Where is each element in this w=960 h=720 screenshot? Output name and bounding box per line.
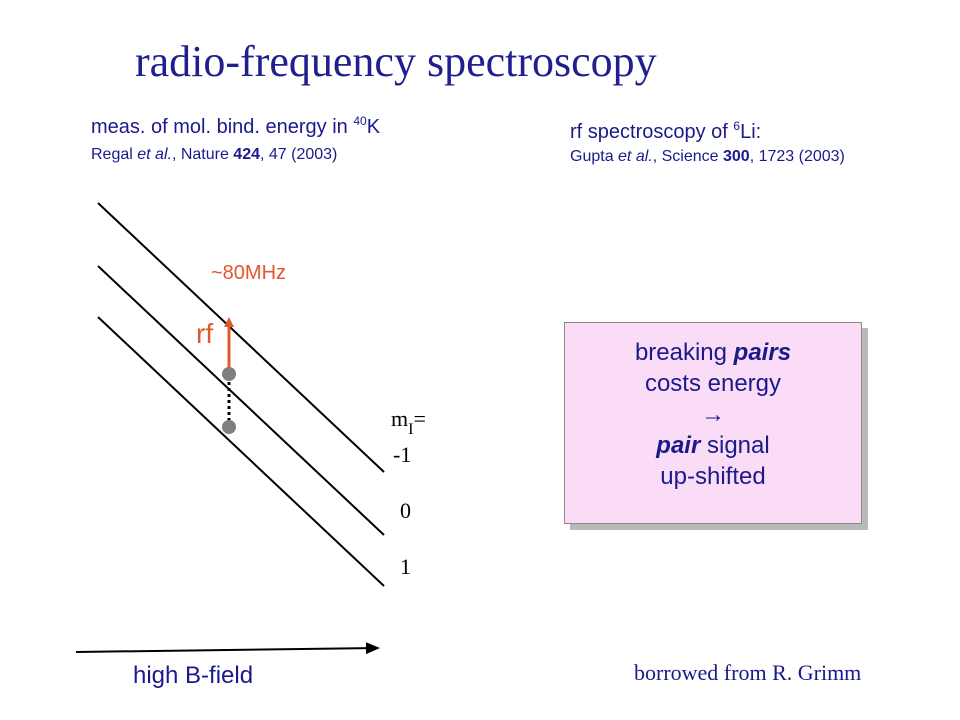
right-ref-element: Li: [740, 121, 762, 143]
level-value-middle: 0 [400, 498, 411, 523]
energy-level-line-bottom [97, 316, 385, 587]
box-line-2: costs energy [644, 370, 782, 397]
box-arrow-glyph: → [701, 401, 725, 428]
right-ref-isotope-mass: 6 [733, 119, 741, 133]
right-ref-author: Gupta [570, 148, 619, 165]
rf-label: rf [196, 318, 214, 349]
energy-level-line-middle [97, 265, 385, 536]
box-line-1-emphasis: pairs [733, 339, 792, 366]
left-ref-etal: et al. [137, 146, 172, 163]
left-ref-citation: Regal et al., Nature 424, 47 (2003) [91, 146, 337, 164]
box-line-4-emphasis: pair [656, 432, 701, 459]
slide-title: radio-frequency spectroscopy [135, 37, 657, 86]
atom-state-dot [222, 420, 236, 434]
explanation-box: breaking pairs costs energy → pair signa… [564, 322, 862, 524]
level-value-top: -1 [393, 442, 412, 467]
box-line-1-text: breaking [634, 339, 734, 366]
level-label-quantum-number: mI= [391, 406, 426, 438]
left-ref-heading-text: meas. of mol. bind. energy in [91, 116, 354, 138]
level-label-equals: = [413, 406, 426, 431]
left-ref-volume: 424 [233, 146, 260, 163]
right-ref-pages: , 1723 (2003) [749, 148, 845, 165]
right-ref-heading: rf spectroscopy of 6Li: [570, 119, 762, 144]
level-label-m: m [391, 406, 409, 431]
level-value-bottom: 1 [400, 554, 411, 579]
right-ref-volume: 300 [722, 148, 750, 165]
left-ref-heading: meas. of mol. bind. energy in 40K [91, 114, 381, 139]
left-ref-pages: , 47 (2003) [260, 146, 338, 163]
energy-level-line-top [97, 202, 385, 473]
frequency-label: ~80MHz [211, 262, 287, 284]
left-ref-isotope-mass: 40 [353, 114, 367, 128]
box-line-4: pair signal [565, 430, 861, 461]
left-ref-element: K [366, 116, 381, 138]
box-line-4-text: signal [700, 432, 770, 459]
level-label-subscript: I [408, 421, 414, 438]
left-ref-author: Regal [91, 146, 138, 163]
credit-text: borrowed from R. Grimm [634, 660, 862, 685]
box-line-5: up-shifted [660, 463, 766, 490]
box-line-1: breaking pairs [565, 337, 861, 368]
right-ref-etal: et al. [618, 148, 653, 165]
right-ref-citation: Gupta et al., Science 300, 1723 (2003) [570, 148, 845, 166]
right-ref-heading-text: rf spectroscopy of [570, 121, 734, 143]
bound-state-dot [222, 367, 236, 381]
b-field-label: high B-field [133, 662, 254, 689]
left-ref-journal: , Nature [171, 146, 234, 163]
right-ref-journal: , Science [652, 148, 723, 165]
b-field-arrow [75, 642, 380, 655]
